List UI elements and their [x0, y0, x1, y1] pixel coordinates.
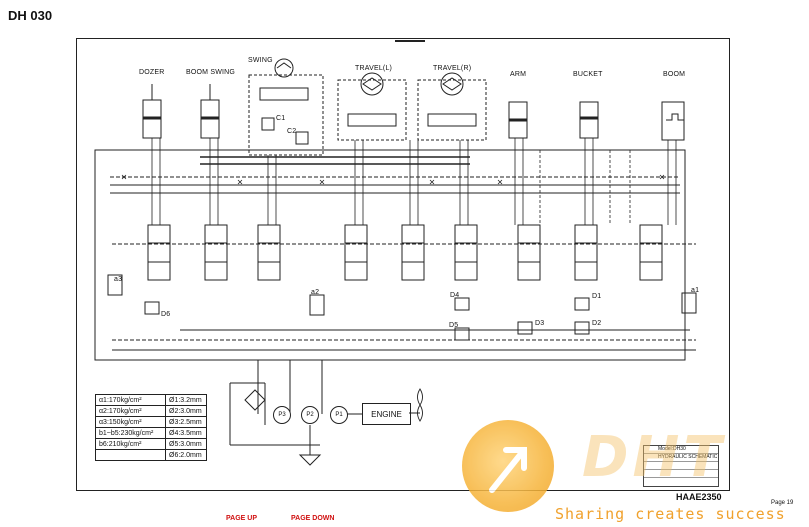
table-cell: α1:170kg/cm² — [95, 394, 166, 406]
dozer-cylinder — [142, 84, 162, 139]
page-down-link[interactable]: PAGE DOWN — [291, 515, 335, 522]
arm-cylinder — [508, 101, 528, 139]
schematic-frame — [76, 38, 730, 491]
table-cell: α2:170kg/cm² — [95, 405, 166, 417]
control-valve-bank — [147, 224, 663, 281]
title-block-name: HYDRAULIC SCHEMATIC — [644, 454, 718, 462]
label-c1: C1 — [276, 115, 286, 122]
table-cell: Ø1:3.2mm — [165, 394, 207, 406]
bucket-cylinder — [579, 101, 599, 139]
table-row: Ø6:2.0mm — [95, 449, 207, 461]
pump-p3: P3 — [273, 406, 291, 424]
label-a2: a2 — [311, 289, 320, 296]
table-cell: α3:150kg/cm² — [95, 416, 166, 428]
watermark-circle-icon — [462, 420, 554, 512]
boom-cylinder — [661, 101, 685, 141]
page-up-link[interactable]: PAGE UP — [226, 515, 257, 522]
table-cell — [95, 449, 166, 461]
table-cell: Ø2:3.0mm — [165, 405, 207, 417]
pump-p1: P1 — [330, 406, 348, 424]
table-cell: Ø5:3.0mm — [165, 438, 207, 450]
title-block: Model:DH30 HYDRAULIC SCHEMATIC — [643, 445, 719, 487]
label-boom-swing: BOOM SWING — [186, 69, 236, 76]
label-d1: D1 — [592, 293, 602, 300]
drawing-code: HAAE2350 — [676, 492, 722, 502]
label-bucket: BUCKET — [573, 71, 603, 78]
label-arm: ARM — [510, 71, 527, 78]
table-cell: b6:210kg/cm² — [95, 438, 166, 450]
label-a1: a1 — [691, 287, 700, 294]
label-d4: D4 — [450, 292, 460, 299]
label-a3: a3 — [114, 276, 123, 283]
watermark-tagline: Sharing creates success — [555, 505, 786, 523]
document-title: DH 030 — [8, 8, 53, 23]
pump-p2: P2 — [301, 406, 319, 424]
arrow-icon — [489, 447, 527, 493]
page-number: Page 19 — [771, 500, 794, 506]
title-block-model: Model:DH30 — [644, 446, 718, 454]
label-boom: BOOM — [663, 71, 686, 78]
watermark-logo: DHT — [582, 425, 726, 490]
label-d6: D6 — [161, 311, 171, 318]
label-d5: D5 — [449, 322, 459, 329]
label-swing: SWING — [248, 57, 273, 64]
boom-swing-cylinder — [200, 84, 220, 139]
label-travel-r: TRAVEL(R) — [433, 65, 472, 72]
table-cell: Ø6:2.0mm — [165, 449, 207, 461]
engine-box: ENGINE — [362, 403, 411, 425]
title-block-row — [644, 462, 718, 470]
label-travel-l: TRAVEL(L) — [355, 65, 393, 72]
label-d2: D2 — [592, 320, 602, 327]
table-cell: Ø4:3.5mm — [165, 427, 207, 439]
label-dozer: DOZER — [139, 69, 165, 76]
table-cell: Ø3:2.5mm — [165, 416, 207, 428]
title-block-row — [644, 470, 718, 478]
table-cell: b1~b5:230kg/cm² — [95, 427, 166, 439]
label-c2: C2 — [287, 128, 297, 135]
label-d3: D3 — [535, 320, 545, 327]
